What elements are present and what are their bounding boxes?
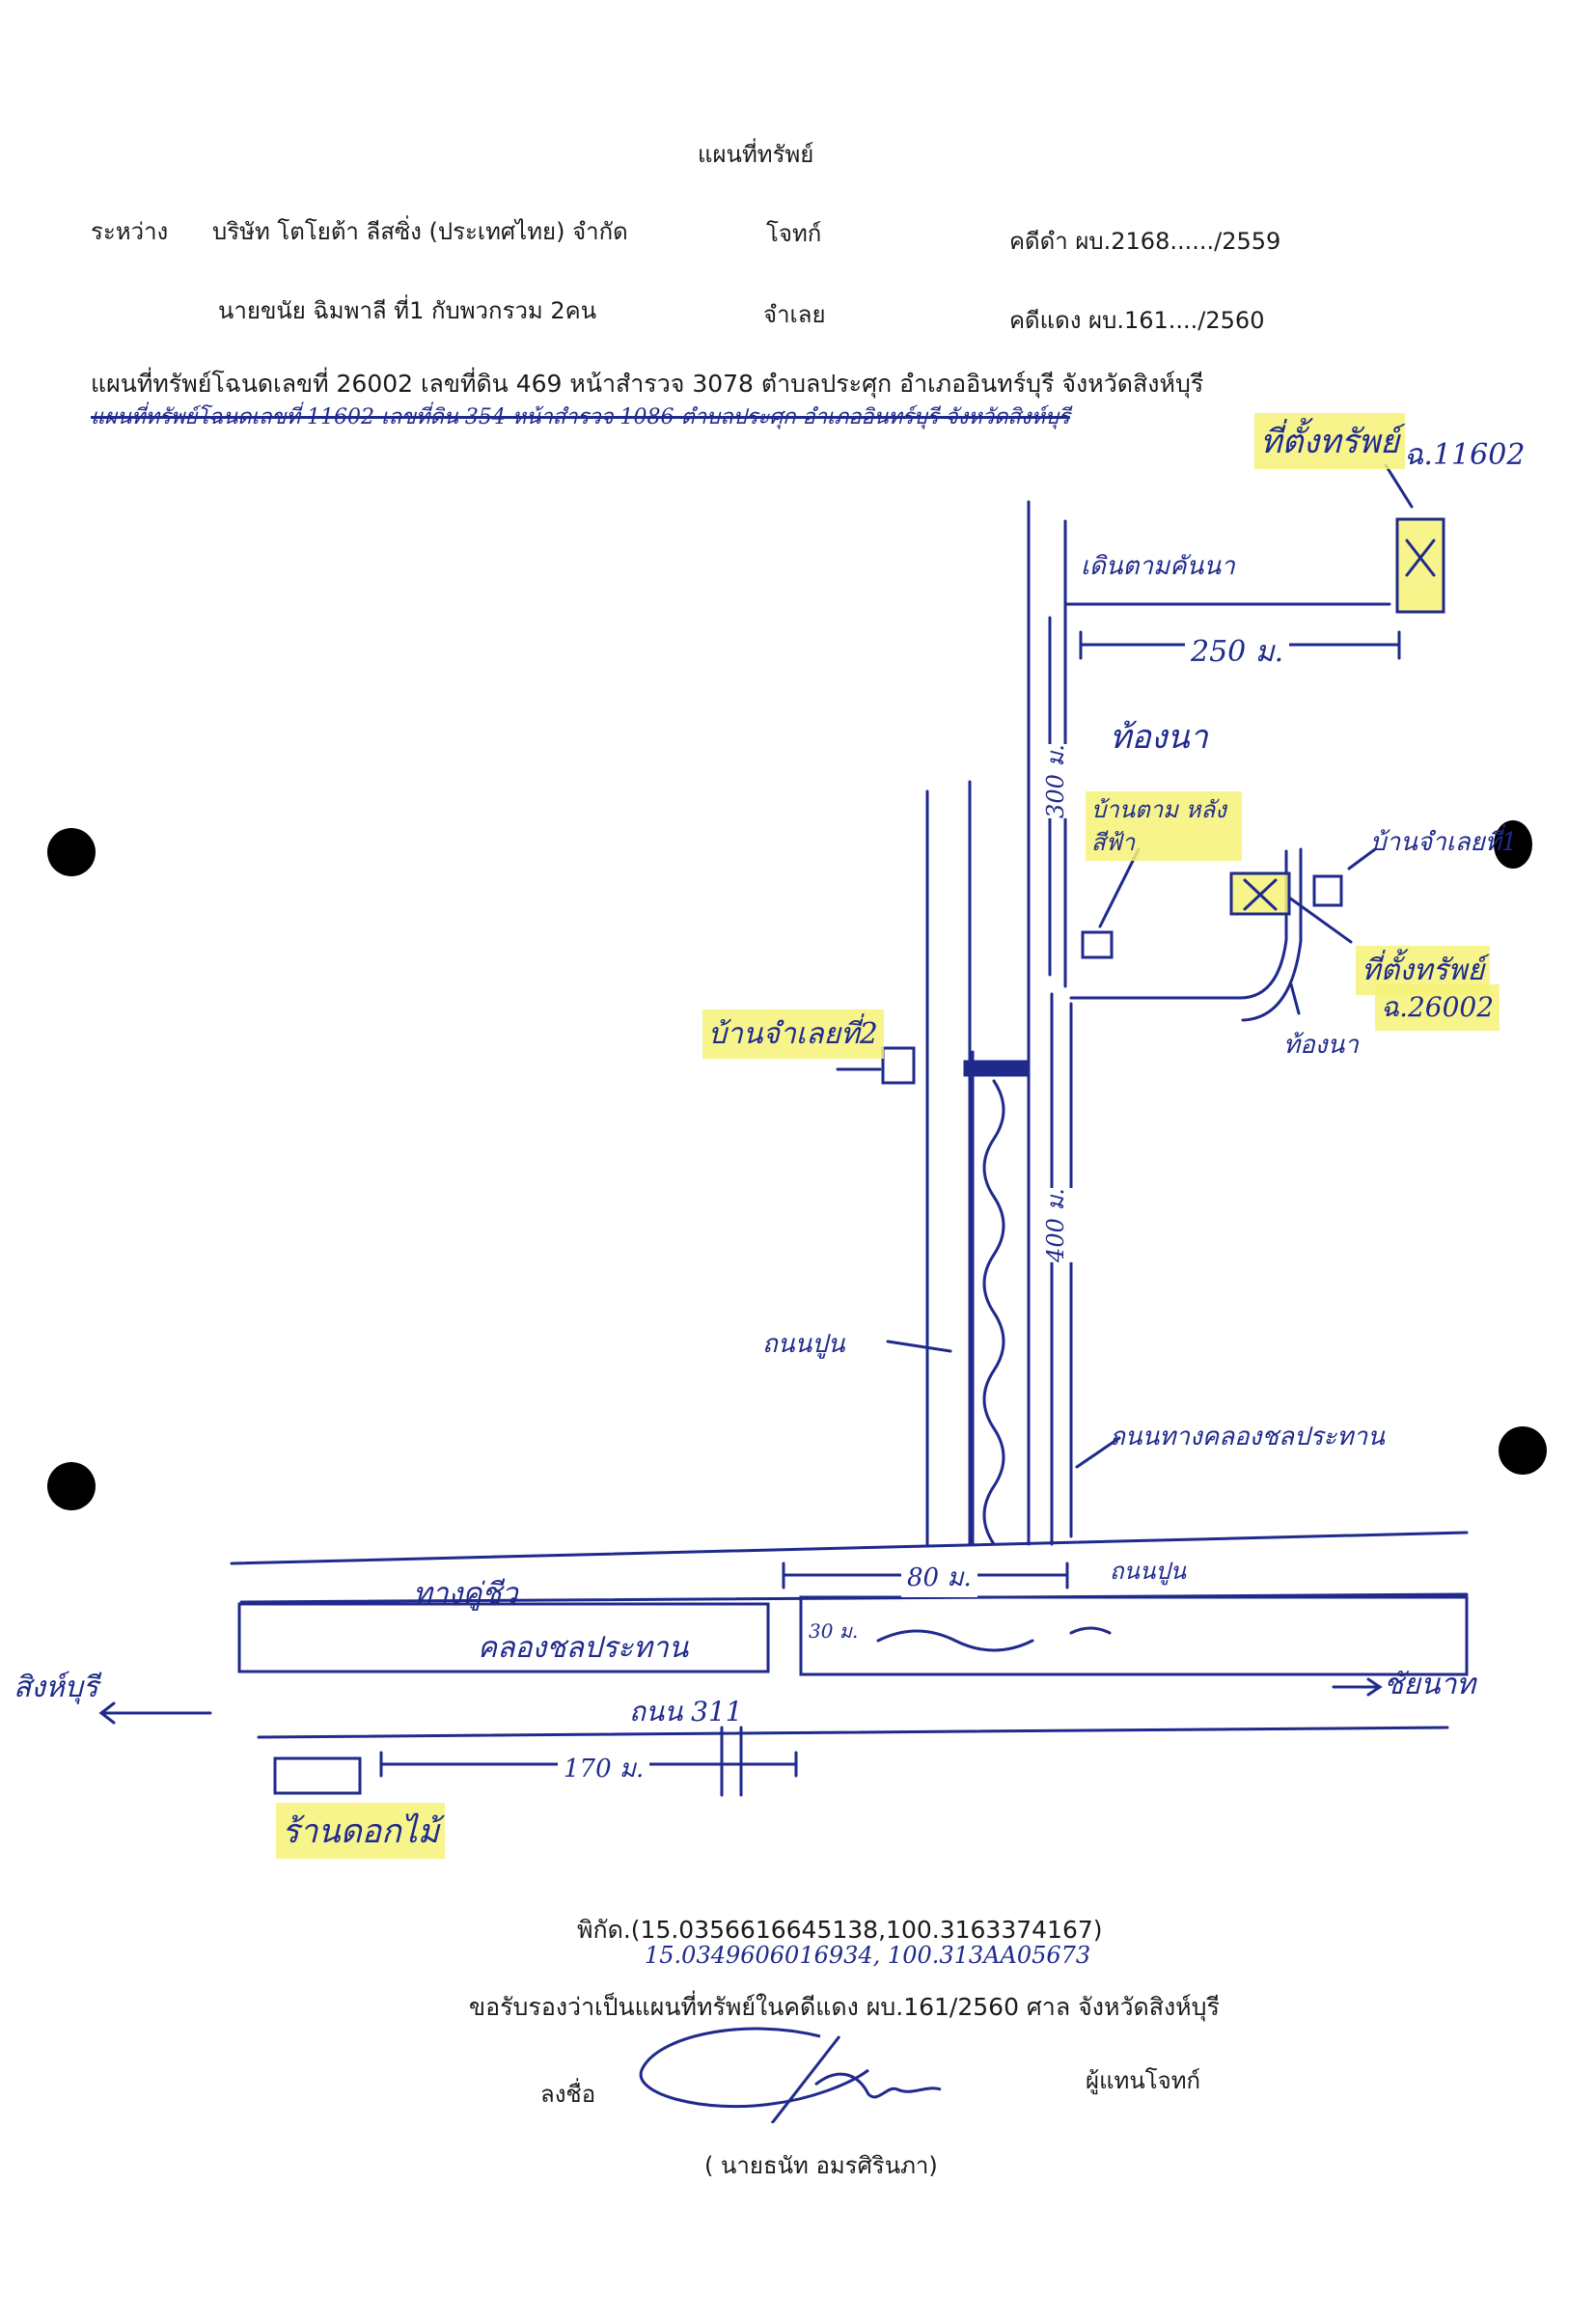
label-dist-300: 300 ม. xyxy=(1035,744,1074,818)
punch-hole xyxy=(47,1462,96,1510)
label-property-26002: ที่ตั้งทรัพย์ xyxy=(1356,946,1491,995)
signer-name: ( นายธนัท อมรศิรินภา) xyxy=(704,2152,938,2179)
coordinates-printed: พิกัด.(15.0356616645138,100.3163374167) xyxy=(577,1916,1103,1944)
label-rice-field-2: ท้องนา xyxy=(1283,1031,1359,1060)
label-house-blue-roof: บ้านตาม หลังสีฟ้า xyxy=(1086,791,1242,861)
label-to-chainat: ชัยนาท xyxy=(1384,1668,1476,1701)
punch-hole xyxy=(1499,1426,1547,1475)
label-dist-250: 250 ม. xyxy=(1185,629,1290,675)
label-defendant-house-1: บ้านจำเลยที่1 xyxy=(1370,828,1518,857)
label-dist-170: 170 ม. xyxy=(558,1749,650,1788)
label-concrete-road-2: ถนนปูน xyxy=(1110,1558,1186,1585)
label-walk-path: เดินตามคันนา xyxy=(1081,552,1235,581)
coordinates-handwritten: 15.0349606016934, 100.313AA05673 xyxy=(645,1942,1091,1969)
label-deed-11602: ฉ.11602 xyxy=(1404,438,1526,472)
page-title: แผนที่ทรัพย์ xyxy=(698,141,814,168)
label-dist-30: 30 ม. xyxy=(809,1619,859,1643)
label-dist-80: 80 ม. xyxy=(901,1558,977,1597)
plaintiff-name: บริษัท โตโยต้า ลีสซิ่ง (ประเทศไทย) จำกัด xyxy=(212,218,628,245)
struck-deed-line: แผนที่ทรัพย์โฉนดเลขที่ 11602 เลขที่ดิน 3… xyxy=(91,405,1070,429)
punch-hole xyxy=(1494,820,1532,869)
label-canal: คลองชลประทาน xyxy=(478,1631,689,1665)
label-khao-kluang-road: ถนนทางคลองชลประทาน xyxy=(1110,1423,1385,1451)
label-flower-shop: ร้านดอกไม้ xyxy=(276,1803,446,1859)
punch-hole xyxy=(47,828,96,876)
deed-line: แผนที่ทรัพย์โฉนดเลขที่ 26002 เลขที่ดิน 4… xyxy=(91,370,1204,398)
defendant-role: จำเลย xyxy=(763,301,826,328)
signature xyxy=(639,2027,942,2123)
label-to-singburi: สิงห์บุรี xyxy=(14,1671,98,1704)
label-concrete-road: ถนนปูน xyxy=(762,1330,845,1359)
representative-role: ผู้แทนโจทก์ xyxy=(1086,2067,1201,2094)
label-dist-400: 400 ม. xyxy=(1035,1188,1074,1262)
between-label: ระหว่าง xyxy=(91,218,169,245)
sign-label: ลงชื่อ xyxy=(540,2081,596,2108)
label-defendant-house-2: บ้านจำเลยที่2 xyxy=(702,1009,884,1059)
plaintiff-role: โจทก์ xyxy=(766,220,822,247)
certify-text: ขอรับรองว่าเป็นแผนที่ทรัพย์ในคดีแดง ผบ.1… xyxy=(469,1993,1220,2021)
label-road-name: ทางคู่ชีว xyxy=(413,1577,518,1611)
red-case-number: คดีแดง ผบ.161..../2560 xyxy=(1009,307,1265,334)
label-rice-field: ท้องนา xyxy=(1110,718,1208,757)
label-deed-26002: ฉ.26002 xyxy=(1375,984,1500,1031)
label-road-311: ถนน 311 xyxy=(629,1696,743,1728)
defendant-name: นายขนัย ฉิมพาลี ที่1 กับพวกรวม 2คน xyxy=(218,297,597,324)
label-property-11602: ที่ตั้งทรัพย์ xyxy=(1254,413,1406,469)
black-case-number: คดีดำ ผบ.2168....../2559 xyxy=(1009,228,1281,255)
